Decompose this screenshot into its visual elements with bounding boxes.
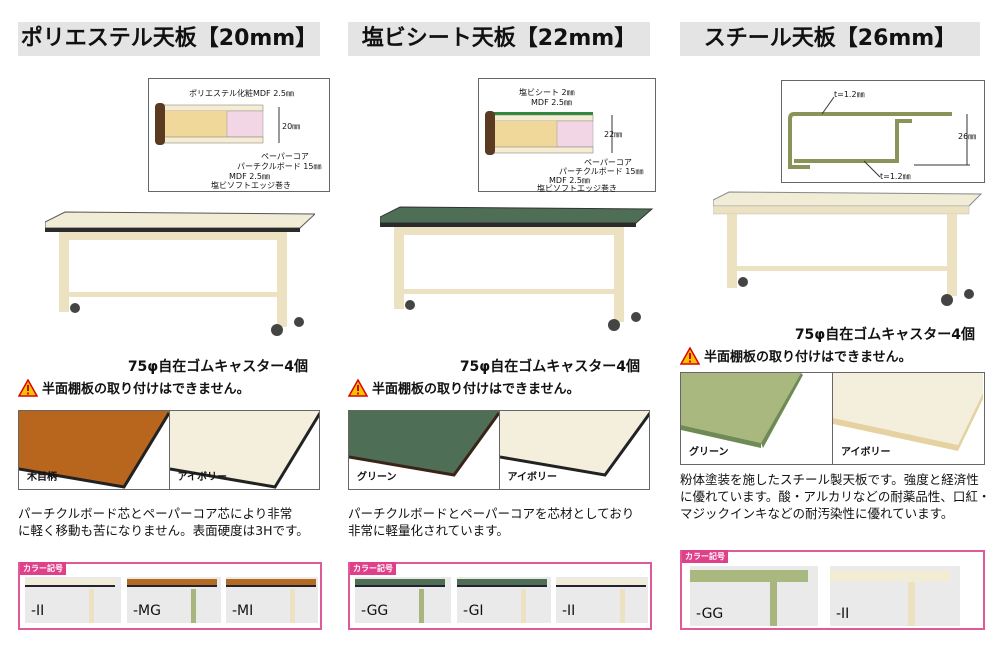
cross-section-diagram-polyester: ポリエステル化粧MDF 2.5㎜ 20㎜ ペーパーコア パーチクルボード 15㎜… bbox=[148, 78, 330, 192]
color-code-label: -II bbox=[836, 606, 850, 622]
color-code-label: -GG bbox=[696, 606, 724, 622]
caster-note: 75φ自在ゴムキャスター4個 bbox=[127, 359, 308, 375]
swatch-green: グリーン bbox=[681, 373, 833, 464]
cross-section-diagram-pvc: 塩ビシート 2㎜ MDF 2.5㎜ 22㎜ ペーパーコア パーチクルボード 15… bbox=[478, 78, 656, 193]
color-code-gg: -GG bbox=[355, 577, 451, 623]
description-pvc: パーチクルボードとペーパーコアを芯材としており非常に軽量化されています。 bbox=[348, 505, 634, 539]
color-code-box: カラー記号 -GG -GI -II bbox=[348, 562, 652, 630]
color-code-label: -MG bbox=[133, 603, 161, 619]
swatch-label: 木目柄 bbox=[27, 472, 57, 483]
description-line: パーチクルボード芯とペーパーコア芯により非常 bbox=[18, 506, 293, 521]
label: t=1.2㎜ bbox=[834, 90, 865, 99]
color-code-mi: -MI bbox=[226, 577, 318, 623]
warning-text: 半面棚板の取り付けはできません。 bbox=[372, 382, 580, 397]
board-cross-section-icon bbox=[485, 111, 613, 155]
swatch-label: グリーン bbox=[357, 472, 397, 483]
warning-text: 半面棚板の取り付けはできません。 bbox=[704, 350, 912, 365]
warning-icon bbox=[18, 378, 38, 397]
label: 20㎜ bbox=[282, 122, 301, 131]
description-polyester: パーチクルボード芯とペーパーコア芯により非常に軽く移動も苦になりません。表面硬度… bbox=[18, 505, 309, 539]
color-code-tag: カラー記号 bbox=[20, 562, 66, 575]
swatches-polyester: 木目柄 アイボリー bbox=[18, 410, 320, 490]
workbench-image-green bbox=[380, 206, 654, 331]
color-code-gg: -GG bbox=[690, 566, 818, 626]
label: MDF 2.5㎜ bbox=[229, 172, 270, 181]
color-code-mg: -MG bbox=[127, 577, 221, 623]
caster-note: 75φ自在ゴムキャスター4個 bbox=[459, 359, 640, 375]
cross-section-diagram-steel: t=1.2㎜ 26㎜ t=1.2㎜ bbox=[781, 80, 985, 183]
color-code-box: カラー記号 -II -MG -MI bbox=[18, 562, 322, 630]
color-code-label: -MI bbox=[232, 603, 254, 619]
description-line: 粉体塗装を施したスチール製天板です。強度と経済性 bbox=[680, 472, 979, 487]
description-line: に軽く移動も苦になりません。表面硬度は3Hです。 bbox=[18, 523, 309, 538]
color-code-label: -GI bbox=[463, 603, 484, 619]
color-code-label: -II bbox=[31, 603, 45, 619]
color-code-ii: -II bbox=[830, 566, 960, 626]
label: ペーパーコア bbox=[584, 158, 632, 167]
swatch-ivory: アイボリー bbox=[169, 411, 319, 489]
workbench-image-ivory bbox=[45, 211, 315, 336]
swatch-ivory: アイボリー bbox=[499, 411, 649, 489]
description-line: マジックインキなどの耐汚染性に優れています。 bbox=[680, 506, 954, 521]
color-code-box: カラー記号 -GG -II bbox=[680, 550, 985, 630]
swatch-label: アイボリー bbox=[177, 472, 228, 483]
description-steel: 粉体塗装を施したスチール製天板です。強度と経済性に優れています。酸・アルカリなど… bbox=[680, 471, 990, 522]
label: MDF 2.5㎜ bbox=[549, 176, 590, 185]
warning: 半面棚板の取り付けはできません。 bbox=[18, 378, 250, 397]
title-polyester: ポリエステル天板【20mm】 bbox=[18, 22, 320, 56]
label: パーチクルボード 15㎜ bbox=[237, 162, 322, 171]
color-code-gi: -GI bbox=[457, 577, 551, 623]
title-steel: スチール天板【26mm】 bbox=[680, 22, 980, 56]
color-code-tag: カラー記号 bbox=[682, 550, 728, 563]
swatch-woodgrain: 木目柄 bbox=[19, 411, 170, 489]
swatch-ivory: アイボリー bbox=[833, 373, 984, 464]
caster-note: 75φ自在ゴムキャスター4個 bbox=[794, 327, 975, 343]
label: t=1.2㎜ bbox=[880, 172, 911, 181]
label: 塩ビシート 2㎜ bbox=[519, 88, 575, 97]
color-code-ii: -II bbox=[556, 577, 648, 623]
swatch-label: グリーン bbox=[689, 447, 729, 458]
label: 26㎜ bbox=[958, 132, 977, 141]
color-code-label: -II bbox=[562, 603, 576, 619]
description-line: パーチクルボードとペーパーコアを芯材としており bbox=[348, 506, 635, 521]
workbench-image-steel bbox=[713, 191, 983, 306]
color-code-label: -GG bbox=[361, 603, 389, 619]
label: 22㎜ bbox=[604, 130, 623, 139]
title-pvc-sheet: 塩ビシート天板【22mm】 bbox=[348, 22, 650, 56]
swatch-label: アイボリー bbox=[507, 472, 558, 483]
warning-icon bbox=[348, 378, 368, 397]
warning-text: 半面棚板の取り付けはできません。 bbox=[42, 382, 250, 397]
warning-icon bbox=[680, 346, 700, 365]
steel-profile-icon bbox=[788, 96, 970, 178]
swatches-pvc: グリーン アイボリー bbox=[348, 410, 650, 490]
description-line: に優れています。酸・アルカリなどの耐薬品性、口紅・ bbox=[680, 489, 991, 504]
color-code-ii: -II bbox=[25, 577, 121, 623]
warning: 半面棚板の取り付けはできません。 bbox=[348, 378, 580, 397]
label: ポリエステル化粧MDF 2.5㎜ bbox=[189, 89, 294, 98]
label: ペーパーコア bbox=[261, 152, 309, 161]
swatch-green: グリーン bbox=[349, 411, 500, 489]
label: 塩ビソフトエッジ巻き bbox=[537, 184, 617, 193]
warning: 半面棚板の取り付けはできません。 bbox=[680, 346, 912, 365]
swatch-label: アイボリー bbox=[841, 447, 891, 458]
label: MDF 2.5㎜ bbox=[531, 98, 572, 107]
board-cross-section-icon bbox=[155, 103, 280, 145]
description-line: 非常に軽量化されています。 bbox=[348, 523, 509, 538]
swatches-steel: グリーン アイボリー bbox=[680, 372, 985, 465]
label: パーチクルボード 15㎜ bbox=[559, 167, 644, 176]
label: 塩ビソフトエッジ巻き bbox=[211, 181, 291, 190]
color-code-tag: カラー記号 bbox=[350, 562, 396, 575]
